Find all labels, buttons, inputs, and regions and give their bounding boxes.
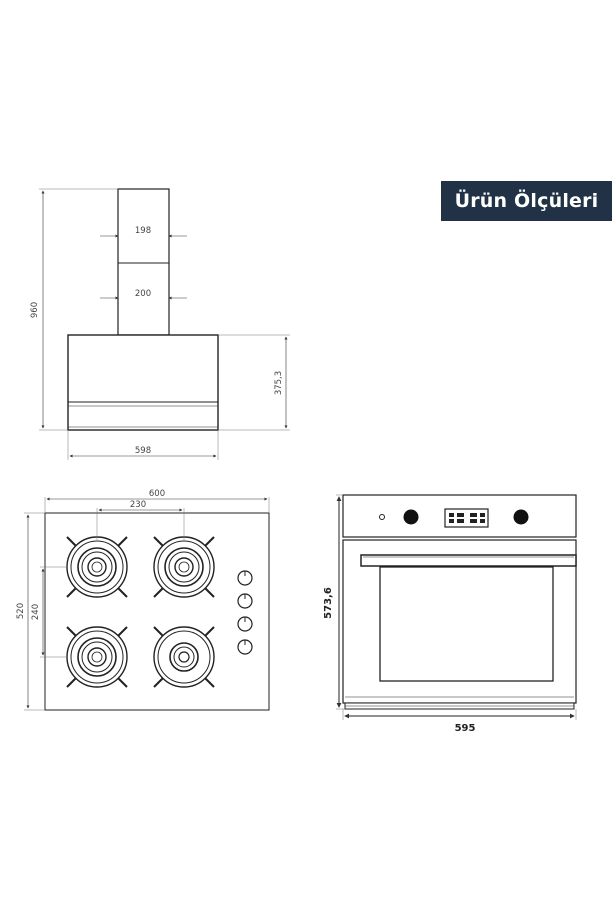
canopy-height-label: 375,3 xyxy=(274,371,284,395)
burner-h-spacing-label: 230 xyxy=(130,500,146,510)
hood-height-label: 960 xyxy=(30,302,40,318)
oven-width-label: 595 xyxy=(455,723,476,734)
oven-handle xyxy=(360,554,577,567)
hood-canopy xyxy=(67,334,219,431)
oven-window xyxy=(379,566,554,682)
product-dimensions-badge: Ürün Ölçüleri xyxy=(441,181,612,221)
badge-title: Ürün Ölçüleri xyxy=(454,190,599,212)
hood-chimney xyxy=(117,188,170,336)
hob-drawing: 600 230 520 240 xyxy=(16,489,270,711)
chimney-bottom-width-label: 200 xyxy=(135,289,151,299)
oven-knob-right xyxy=(513,509,529,525)
oven-height-label: 573,6 xyxy=(323,587,334,619)
burner-v-spacing-label: 240 xyxy=(31,604,41,620)
hood-drawing: 960 198 200 375,3 598 xyxy=(30,188,290,460)
oven-drawing: 573,6 595 xyxy=(323,494,577,734)
oven-display xyxy=(444,508,489,528)
chimney-top-width-label: 198 xyxy=(135,226,151,236)
hood-width-label: 598 xyxy=(135,446,151,456)
oven-knob-left xyxy=(403,509,419,525)
hob-width-label: 600 xyxy=(149,489,165,499)
hob-depth-label: 520 xyxy=(16,603,26,619)
